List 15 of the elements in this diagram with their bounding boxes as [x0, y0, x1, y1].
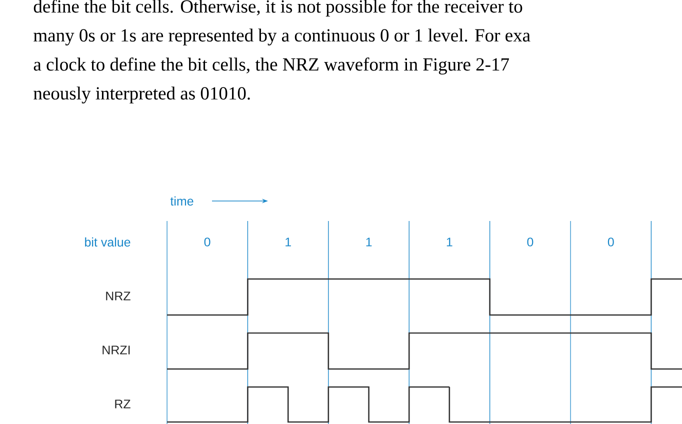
- bit-value: 0: [527, 238, 534, 246]
- body-text: many 0s or 1s are represented by a continuous 0 or 1 level. For exa: [34, 28, 530, 46]
- bit-value: 0: [204, 238, 210, 246]
- row-label: bit value: [85, 237, 130, 247]
- row-label: RZ: [115, 400, 130, 408]
- bit-value: 1: [446, 238, 452, 246]
- body-text: define the bit cells. Otherwise, it is not possible for the receiver to: [34, 0, 522, 16]
- bit-value: 1: [286, 238, 291, 246]
- row-label: NRZ: [106, 292, 130, 300]
- bit-value: 0: [608, 238, 614, 246]
- axis-label: time: [170, 196, 194, 206]
- body-text: a clock to define the bit cells, the NRZ waveform in Figure 2-17: [34, 58, 509, 75]
- row-label: NRZI: [102, 346, 130, 354]
- body-text: neously interpreted as 01010.: [34, 86, 250, 104]
- bit-value: 1: [366, 238, 372, 246]
